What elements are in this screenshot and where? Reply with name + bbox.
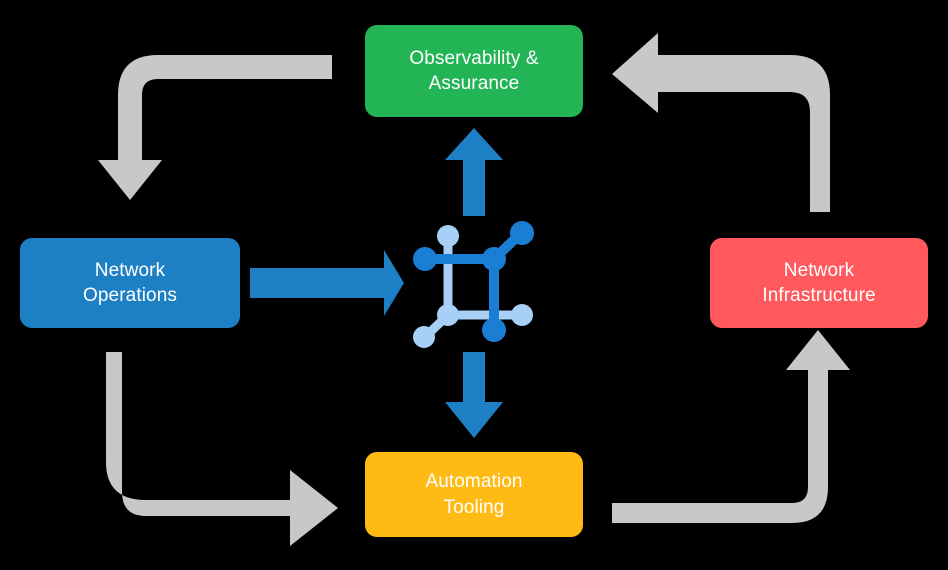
node-label-network-operations: Network Operations (83, 259, 177, 306)
center-arrow-netops-to-center (250, 250, 404, 316)
network-topology-icon-graphic (413, 221, 534, 348)
node-box-network-operations[interactable]: Network Operations (20, 238, 240, 328)
center-arrow-center-to-automation (445, 352, 503, 438)
center-arrow-center-to-observability (445, 128, 503, 216)
cycle-arrow-netinfra-to-observability (612, 33, 830, 212)
topology-node-top-right (510, 221, 534, 245)
topology-node-left (413, 247, 437, 271)
topology-node-mid-left (437, 304, 459, 326)
node-box-network-infrastructure[interactable]: Network Infrastructure (710, 238, 928, 328)
topology-node-top-left (437, 225, 459, 247)
cycle-arrow-observability-to-netops (98, 55, 332, 200)
node-box-automation-tooling[interactable]: Automation Tooling (365, 452, 583, 537)
topology-node-bottom-center (482, 318, 506, 342)
topology-node-mid-right (511, 304, 533, 326)
node-box-observability[interactable]: Observability & Assurance (365, 25, 583, 117)
node-label-observability: Observability & Assurance (409, 47, 539, 94)
node-label-automation-tooling: Automation Tooling (425, 471, 523, 518)
cycle-arrow-automation-to-netinfra (612, 330, 850, 523)
node-label-network-infrastructure: Network Infrastructure (762, 259, 876, 306)
network-topology-icon (412, 218, 552, 348)
cycle-arrow-netops-to-automation (106, 352, 338, 546)
topology-node-center (482, 247, 506, 271)
topology-node-bottom-left (413, 326, 435, 348)
